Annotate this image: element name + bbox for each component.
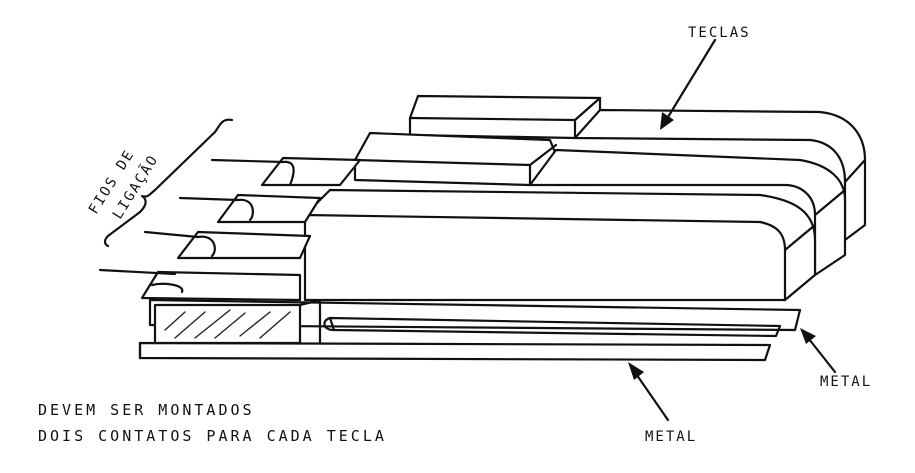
label-metal-right: METAL (820, 374, 872, 390)
connection-wires (98, 158, 285, 276)
label-teclas: TECLAS (688, 25, 751, 41)
arrow-metal-bottom (628, 362, 670, 422)
mounting-board (148, 298, 802, 345)
label-metal-bottom: METAL (645, 429, 697, 445)
arrow-metal-right (800, 328, 837, 374)
caption-line1: DEVEM SER MONTADOS (38, 401, 255, 419)
caption-line2: DOIS CONTATOS PARA CADA TECLA (38, 427, 387, 445)
wires-brace (103, 118, 234, 248)
key-front (303, 188, 817, 302)
base-plate (138, 341, 772, 362)
arrow-teclas (660, 38, 717, 130)
contact-springs (140, 156, 362, 302)
